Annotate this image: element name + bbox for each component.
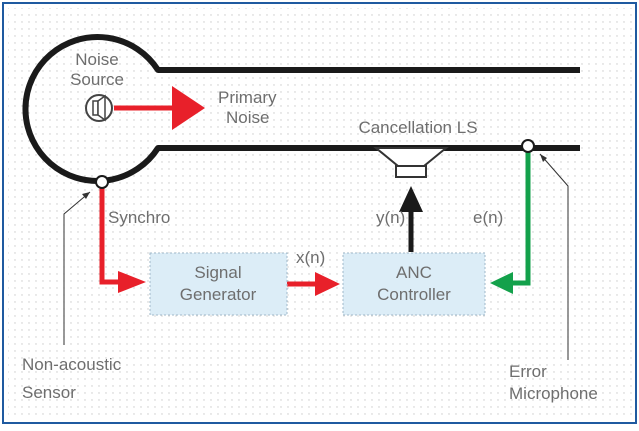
non-acoustic-pointer [63, 191, 91, 345]
en-label: e(n) [473, 208, 503, 227]
non-acoustic-sensor-label-line1: Non-acoustic [22, 355, 122, 374]
signal-generator-label-line2: Generator [180, 285, 257, 304]
yn-label: y(n) [376, 208, 405, 227]
xn-arrow [287, 272, 340, 296]
signal-generator-box [149, 252, 288, 316]
non-acoustic-sensor-label-line2: Sensor [22, 383, 76, 402]
xn-label: x(n) [296, 248, 325, 267]
primary-noise-label-line1: Primary [218, 88, 277, 107]
primary-noise-label-line2: Noise [226, 108, 269, 127]
speaker-icon [85, 94, 113, 122]
anc-controller-label-line1: ANC [396, 263, 432, 282]
anc-controller-box [342, 252, 486, 316]
noise-source-label-line2: Source [70, 70, 124, 89]
yn-arrow [399, 186, 423, 252]
synchro-label: Synchro [108, 208, 170, 227]
loudspeaker-icon [373, 147, 449, 178]
duct-outline [22, 34, 580, 184]
noise-source-label-line1: Noise [75, 50, 118, 69]
synchro-signal-path [99, 188, 146, 293]
error-mic-pointer [539, 153, 569, 360]
non-acoustic-sensor-node [95, 175, 109, 189]
anc-controller-label-line2: Controller [377, 285, 451, 304]
error-microphone-label-line1: Error [509, 362, 547, 381]
error-microphone-label-line2: Microphone [509, 384, 598, 403]
error-signal-path [490, 150, 531, 294]
signal-generator-label-line1: Signal [194, 263, 241, 282]
cancellation-ls-label: Cancellation LS [358, 118, 477, 137]
primary-noise-arrow [114, 86, 205, 130]
error-microphone-node [521, 139, 535, 153]
